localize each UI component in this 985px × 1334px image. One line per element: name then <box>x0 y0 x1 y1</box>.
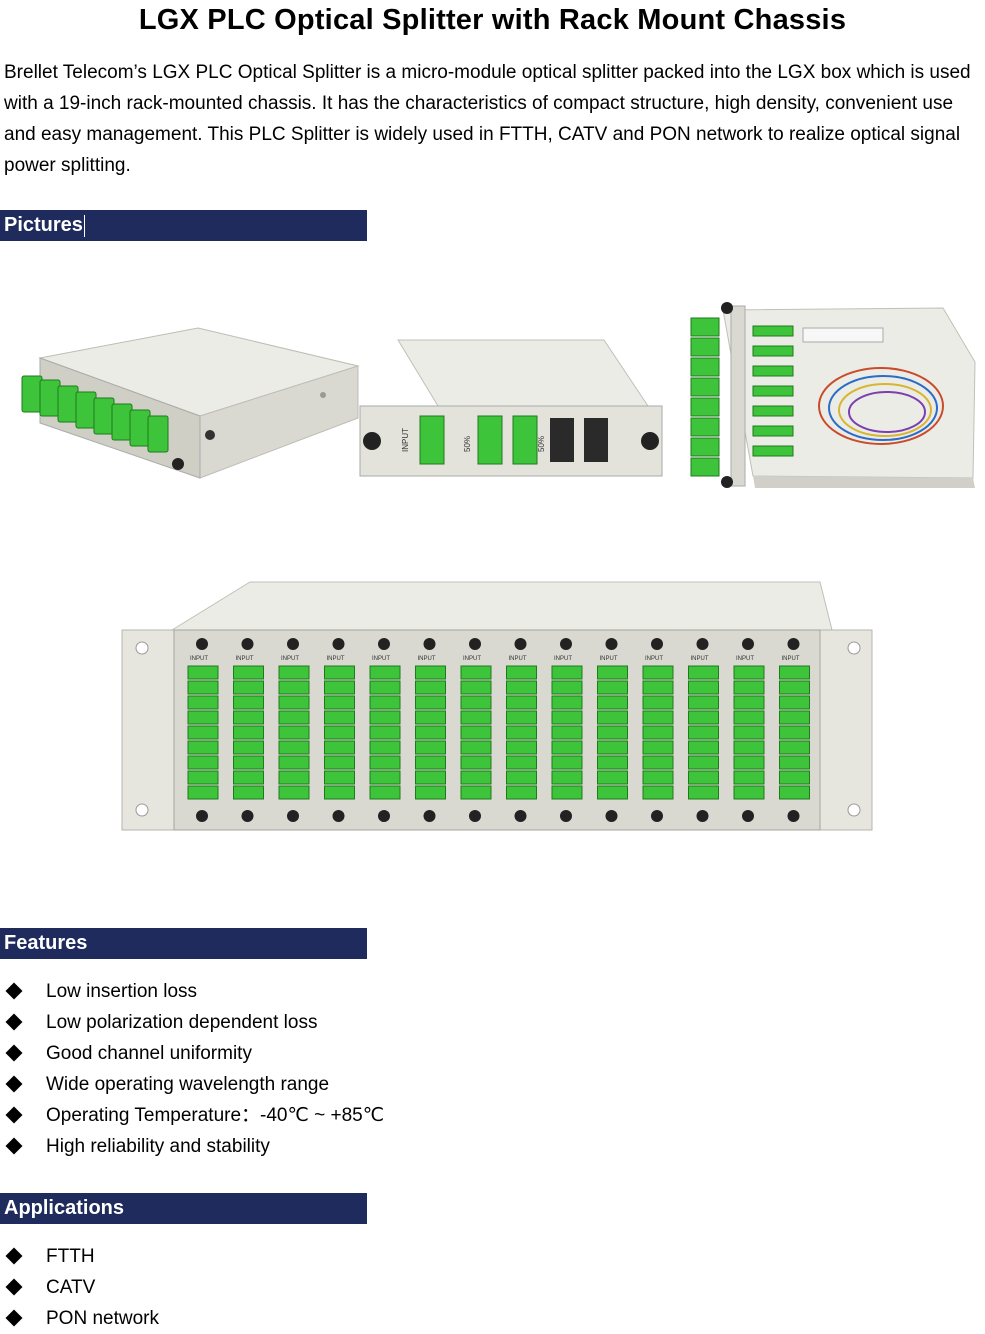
splitter-slot: INPUT <box>324 638 355 822</box>
slot-input-label: INPUT <box>327 656 345 662</box>
slot-input-label: INPUT <box>372 656 390 662</box>
lgx-module-front-image <box>21 327 360 479</box>
splitter-slot: INPUT <box>642 638 674 822</box>
output-a-label: 50% <box>463 436 472 452</box>
list-item: PON network <box>0 1303 159 1334</box>
feature-text: Wide operating wavelength range <box>46 1074 330 1095</box>
application-text: FTTH <box>46 1246 95 1267</box>
list-item: CATV <box>0 1272 159 1303</box>
applications-heading: Applications <box>0 1193 367 1224</box>
splitter-slot: INPUT <box>506 638 537 822</box>
feature-text: High reliability and stability <box>46 1136 270 1157</box>
features-list: Low insertion loss Low polarization depe… <box>0 976 384 1162</box>
diamond-bullet-icon <box>5 1106 23 1124</box>
list-item: Operating Temperature：-40℃ ~ +85℃ <box>0 1100 384 1131</box>
pictures-heading: Pictures <box>0 210 367 241</box>
output-b-label: 50% <box>537 436 546 452</box>
features-heading: Features <box>0 928 367 959</box>
list-item: High reliability and stability <box>0 1131 384 1162</box>
list-item: Wide operating wavelength range <box>0 1069 384 1100</box>
splitter-slot: INPUT <box>187 638 219 822</box>
splitter-slot: INPUT <box>733 638 765 822</box>
intro-paragraph: Brellet Telecom’s LGX PLC Optical Splitt… <box>4 62 971 176</box>
slot-input-label: INPUT <box>190 656 208 662</box>
application-text: PON network <box>46 1308 159 1329</box>
diamond-bullet-icon <box>5 1044 23 1062</box>
diamond-bullet-icon <box>5 1278 23 1296</box>
splitter-slot: INPUT <box>278 638 310 822</box>
rack-mount-chassis-image: INPUT INPUT INPUT INPUT INPUT INPUT INPUT INPUT… <box>121 581 873 831</box>
diamond-bullet-icon <box>5 1247 23 1265</box>
feature-text: Low insertion loss <box>46 981 198 1002</box>
splitter-slot: INPUT <box>779 638 810 822</box>
features-heading-label: Features <box>4 932 88 954</box>
splitter-slot: INPUT <box>233 638 264 822</box>
input-port-label: INPUT <box>401 428 410 452</box>
applications-list: FTTH CATV PON network <box>0 1241 159 1334</box>
diamond-bullet-icon <box>5 982 23 1000</box>
application-text: CATV <box>46 1277 96 1298</box>
diamond-bullet-icon <box>5 1309 23 1327</box>
diamond-bullet-icon <box>5 1137 23 1155</box>
splitter-slot: INPUT <box>369 638 401 822</box>
slot-input-label: INPUT <box>600 656 618 662</box>
slot-input-label: INPUT <box>236 656 254 662</box>
slot-input-label: INPUT <box>645 656 663 662</box>
diamond-bullet-icon <box>5 1013 23 1031</box>
feature-text: Low polarization dependent loss <box>46 1012 318 1033</box>
lgx-module-open-image <box>690 302 976 488</box>
list-item: FTTH <box>0 1241 159 1272</box>
slot-input-label: INPUT <box>736 656 754 662</box>
slot-input-label: INPUT <box>782 656 800 662</box>
splitter-slot: INPUT <box>688 638 719 822</box>
slot-input-label: INPUT <box>418 656 436 662</box>
feature-text: Good channel uniformity <box>46 1043 252 1064</box>
text-caret <box>83 214 85 237</box>
diamond-bullet-icon <box>5 1075 23 1093</box>
slot-input-label: INPUT <box>554 656 572 662</box>
pictures-heading-label: Pictures <box>4 214 83 236</box>
splitter-slot: INPUT <box>460 638 492 822</box>
list-item: Low insertion loss <box>0 976 384 1007</box>
feature-text: Operating Temperature：-40℃ ~ +85℃ <box>46 1105 385 1126</box>
slot-input-label: INPUT <box>463 656 481 662</box>
lgx-module-panel-image: INPUT 50% 50% <box>359 339 663 477</box>
list-item: Low polarization dependent loss <box>0 1007 384 1038</box>
slot-input-label: INPUT <box>281 656 299 662</box>
splitter-slot: INPUT <box>597 638 628 822</box>
page-title: LGX PLC Optical Splitter with Rack Mount… <box>138 4 847 36</box>
slot-input-label: INPUT <box>691 656 709 662</box>
splitter-slot: INPUT <box>551 638 583 822</box>
applications-heading-label: Applications <box>4 1197 125 1219</box>
list-item: Good channel uniformity <box>0 1038 384 1069</box>
slot-input-label: INPUT <box>509 656 527 662</box>
splitter-slot: INPUT <box>415 638 446 822</box>
